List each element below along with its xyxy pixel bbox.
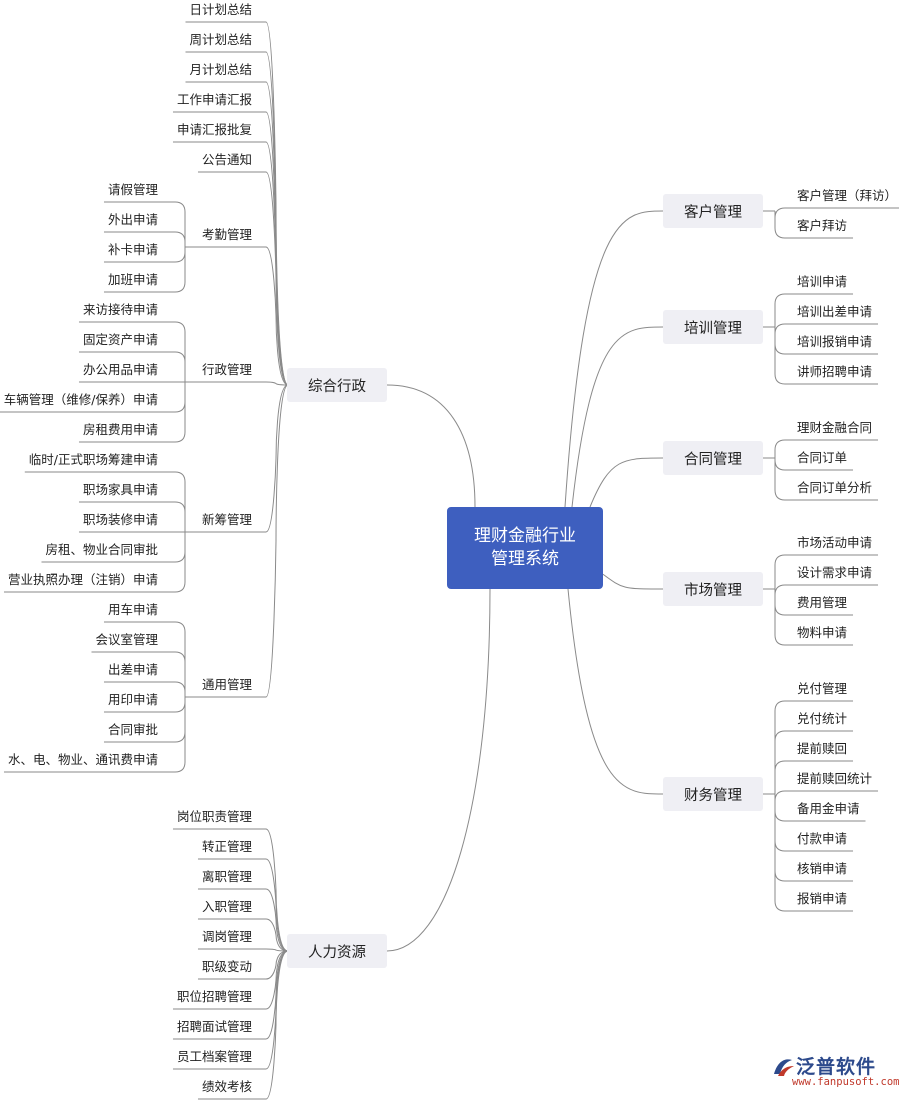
leaf-ga-9-0[interactable]: 用车申请: [107, 602, 158, 617]
leaf-ga-7-2[interactable]: 办公用品申请: [82, 362, 158, 377]
leaf-right-4-6[interactable]: 核销申请: [797, 861, 848, 876]
leaf-right-4-5[interactable]: 付款申请: [797, 831, 848, 846]
leaf-ga-8-2[interactable]: 职场装修申请: [82, 512, 158, 527]
leaf-ga-6-3[interactable]: 加班申请: [107, 272, 158, 287]
leaf-right-1-2[interactable]: 培训报销申请: [797, 334, 873, 349]
branch-right-3[interactable]: 市场管理: [663, 572, 763, 606]
watermark-brand: 泛普软件: [796, 1056, 877, 1078]
leaf-right-0-0[interactable]: 客户管理（拜访）: [797, 188, 898, 203]
leaf-ga-8-1[interactable]: 职场家具申请: [82, 482, 158, 497]
leaf-right-4-2[interactable]: 提前赎回: [797, 741, 848, 756]
leaf-right-4-0[interactable]: 兑付管理: [797, 681, 848, 696]
item-ga-5[interactable]: 公告通知: [201, 152, 252, 167]
item-hr-4[interactable]: 调岗管理: [201, 929, 252, 944]
watermark-url: www.fanpusoft.com: [792, 1076, 900, 1088]
item-hr-2[interactable]: 离职管理: [201, 869, 252, 884]
leaf-ga-9-4[interactable]: 合同审批: [107, 722, 158, 737]
leaf-ga-9-3[interactable]: 用印申请: [107, 692, 158, 707]
leaf-right-4-1[interactable]: 兑付统计: [797, 711, 848, 726]
leaf-ga-9-2[interactable]: 出差申请: [107, 662, 158, 677]
leaf-right-4-7[interactable]: 报销申请: [797, 891, 848, 906]
branch-human-resources[interactable]: 人力资源: [287, 934, 387, 968]
branch-right-2[interactable]: 合同管理: [663, 441, 763, 475]
item-ga-7[interactable]: 行政管理: [201, 362, 252, 377]
item-ga-2[interactable]: 月计划总结: [189, 62, 252, 77]
leaf-ga-6-1[interactable]: 外出申请: [107, 212, 158, 227]
item-ga-8[interactable]: 新筹管理: [201, 512, 252, 527]
leaf-ga-6-0[interactable]: 请假管理: [107, 182, 158, 197]
item-hr-1[interactable]: 转正管理: [201, 839, 252, 854]
leaf-right-3-3[interactable]: 物料申请: [797, 625, 848, 640]
fanpu-logo-icon: [774, 1059, 794, 1076]
branch-right-1[interactable]: 培训管理: [663, 310, 763, 344]
leaf-right-2-1[interactable]: 合同订单: [797, 450, 848, 465]
leaf-ga-7-4[interactable]: 房租费用申请: [82, 422, 158, 437]
item-hr-7[interactable]: 招聘面试管理: [176, 1019, 252, 1034]
item-ga-1[interactable]: 周计划总结: [189, 32, 252, 47]
item-hr-6[interactable]: 职位招聘管理: [176, 989, 252, 1004]
leaf-ga-6-2[interactable]: 补卡申请: [107, 242, 158, 257]
root-title-line2: 管理系统: [491, 549, 559, 569]
leaf-right-4-4[interactable]: 备用金申请: [797, 801, 860, 816]
item-ga-3[interactable]: 工作申请汇报: [176, 92, 252, 107]
root-title-line1: 理财金融行业: [474, 526, 576, 546]
leaf-right-0-1[interactable]: 客户拜访: [797, 218, 848, 233]
leaf-right-3-0[interactable]: 市场活动申请: [797, 535, 873, 550]
branch-right-4[interactable]: 财务管理: [663, 777, 763, 811]
root-node[interactable]: 理财金融行业 管理系统: [447, 507, 603, 589]
item-hr-0[interactable]: 岗位职责管理: [176, 809, 252, 824]
leaf-right-1-0[interactable]: 培训申请: [797, 274, 848, 289]
leaf-right-2-2[interactable]: 合同订单分析: [797, 480, 873, 495]
watermark: 泛普软件 www.fanpusoft.com: [770, 1052, 899, 1092]
leaf-ga-8-0[interactable]: 临时/正式职场筹建申请: [28, 452, 158, 467]
leaf-right-4-3[interactable]: 提前赎回统计: [797, 771, 873, 786]
item-hr-9[interactable]: 绩效考核: [201, 1079, 252, 1094]
item-hr-5[interactable]: 职级变动: [201, 959, 252, 974]
leaf-ga-9-1[interactable]: 会议室管理: [95, 632, 158, 647]
leaf-ga-8-4[interactable]: 营业执照办理（注销）申请: [7, 572, 158, 587]
branch-general-admin[interactable]: 综合行政: [287, 368, 387, 402]
leaf-ga-8-3[interactable]: 房租、物业合同审批: [45, 542, 158, 557]
leaf-right-2-0[interactable]: 理财金融合同: [797, 420, 873, 435]
leaf-right-3-1[interactable]: 设计需求申请: [797, 565, 873, 580]
leaf-right-3-2[interactable]: 费用管理: [797, 595, 848, 610]
leaf-right-1-3[interactable]: 讲师招聘申请: [797, 364, 873, 379]
item-hr-3[interactable]: 入职管理: [201, 899, 252, 914]
item-ga-4[interactable]: 申请汇报批复: [176, 122, 252, 137]
item-ga-9[interactable]: 通用管理: [201, 677, 252, 692]
leaf-ga-7-3[interactable]: 车辆管理（维修/保养）申请: [3, 392, 158, 407]
leaf-ga-7-0[interactable]: 来访接待申请: [82, 302, 158, 317]
item-ga-0[interactable]: 日计划总结: [189, 2, 252, 17]
leaf-right-1-1[interactable]: 培训出差申请: [797, 304, 873, 319]
branch-right-0[interactable]: 客户管理: [663, 194, 763, 228]
item-ga-6[interactable]: 考勤管理: [201, 227, 252, 242]
leaf-ga-7-1[interactable]: 固定资产申请: [82, 332, 158, 347]
item-hr-8[interactable]: 员工档案管理: [176, 1049, 252, 1064]
leaf-ga-9-5[interactable]: 水、电、物业、通讯费申请: [7, 752, 158, 767]
